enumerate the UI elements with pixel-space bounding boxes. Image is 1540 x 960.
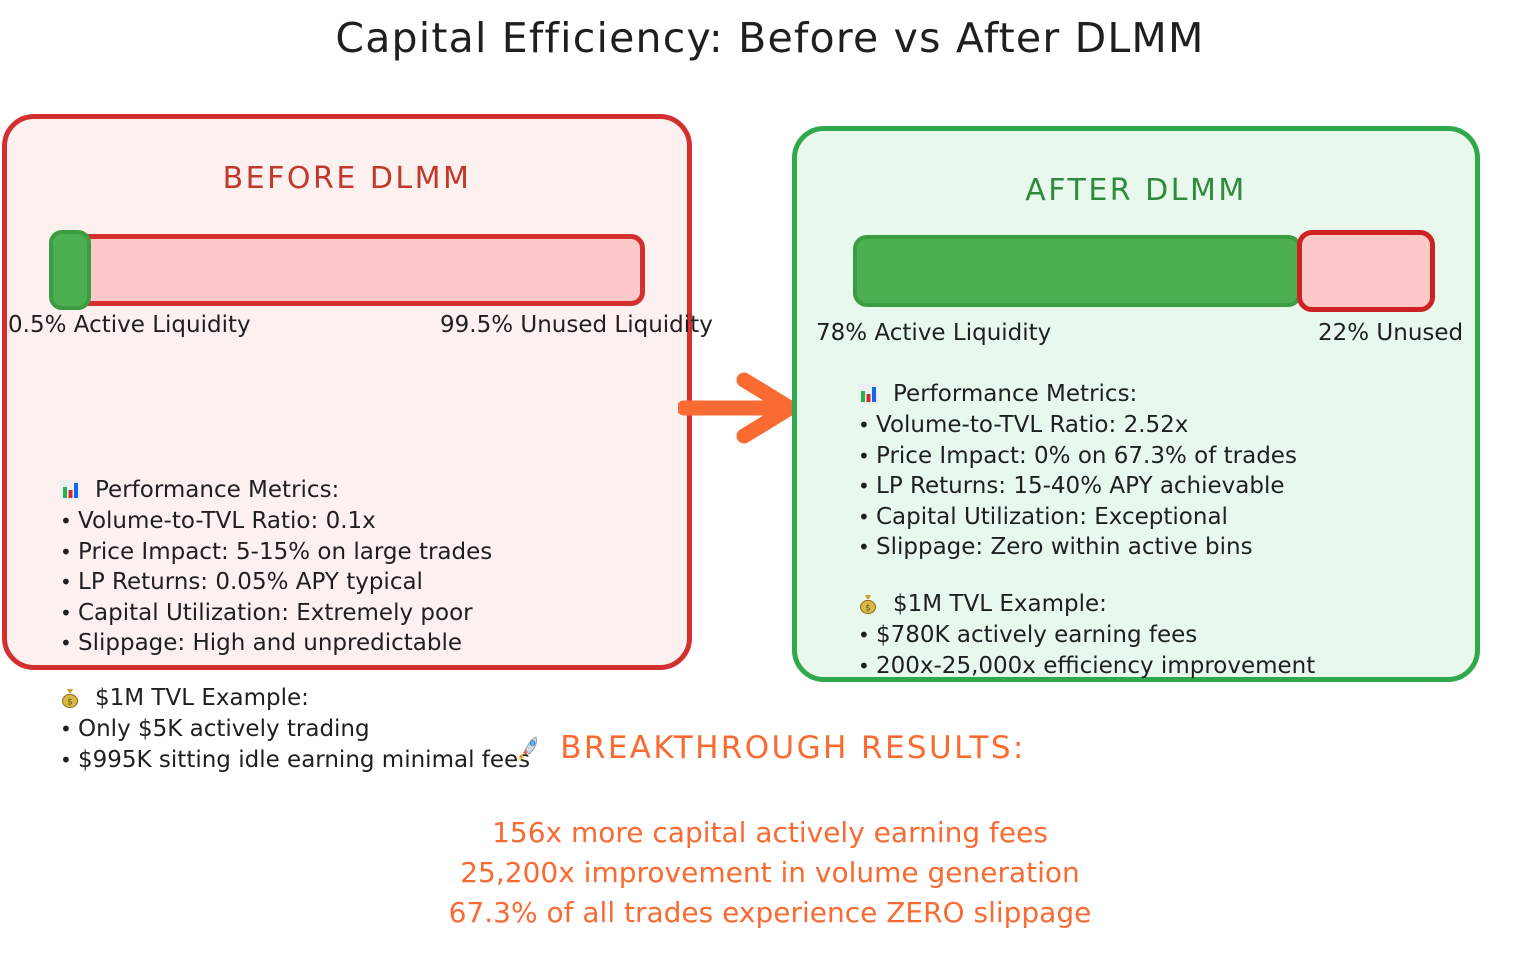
before-example-heading-row: $ $1M TVL Example: (59, 685, 530, 711)
list-item: $780K actively earning fees (857, 620, 1315, 651)
after-metrics-heading-row: Performance Metrics: (857, 381, 1297, 407)
before-example-list: Only $5K actively trading $995K sitting … (59, 714, 530, 775)
bar-chart-icon (857, 383, 879, 405)
list-item: 200x-25,000x efficiency improvement (857, 651, 1315, 682)
after-unused-liquidity-label: 22% Unused (1318, 320, 1464, 346)
before-active-liquidity-label: 0.5% Active Liquidity (8, 312, 251, 338)
before-metrics-heading-row: Performance Metrics: (59, 477, 492, 503)
before-performance-metrics: Performance Metrics: Volume-to-TVL Ratio… (59, 477, 492, 659)
rocket-icon (514, 733, 544, 763)
after-bar-unused-segment (1296, 230, 1435, 312)
after-metrics-heading: Performance Metrics: (893, 381, 1138, 407)
list-item: Only $5K actively trading (59, 714, 530, 745)
before-bar-unused-track (53, 234, 645, 306)
before-liquidity-bar (49, 230, 645, 310)
list-item: Volume-to-TVL Ratio: 2.52x (857, 410, 1297, 441)
results-list: 156x more capital actively earning fees … (0, 813, 1540, 933)
before-unused-liquidity-label: 99.5% Unused Liquidity (440, 312, 713, 338)
after-dlmm-panel: AFTER DLMM Performance Metrics: Volume-t… (792, 126, 1480, 682)
money-bag-icon: $ (59, 687, 81, 709)
svg-text:$: $ (67, 698, 72, 708)
list-item: LP Returns: 15-40% APY achievable (857, 471, 1297, 502)
results-heading-text: BREAKTHROUGH RESULTS: (560, 730, 1026, 766)
list-item: Volume-to-TVL Ratio: 0.1x (59, 506, 492, 537)
list-item: LP Returns: 0.05% APY typical (59, 567, 492, 598)
page-title: Capital Efficiency: Before vs After DLMM (335, 14, 1205, 62)
after-example-list: $780K actively earning fees 200x-25,000x… (857, 620, 1315, 681)
after-tvl-example: $ $1M TVL Example: $780K actively earnin… (857, 591, 1315, 681)
bar-chart-icon (59, 479, 81, 501)
list-item: 25,200x improvement in volume generation (460, 856, 1080, 889)
after-bar-active-segment (853, 235, 1303, 307)
after-liquidity-bar (853, 230, 1435, 312)
list-item: Slippage: Zero within active bins (857, 532, 1297, 563)
before-dlmm-panel: BEFORE DLMM Performance Metrics: Volume-… (2, 114, 692, 775)
after-example-heading: $1M TVL Example: (893, 591, 1107, 617)
list-item: Price Impact: 5-15% on large trades (59, 537, 492, 568)
before-metrics-heading: Performance Metrics: (95, 477, 340, 503)
before-panel-heading: BEFORE DLMM (222, 161, 472, 196)
list-item: Slippage: High and unpredictable (59, 628, 492, 659)
after-panel-heading: AFTER DLMM (1025, 173, 1247, 208)
before-bar-active-segment (49, 230, 91, 310)
right-arrow-icon (676, 368, 808, 448)
svg-text:$: $ (865, 604, 870, 614)
after-active-liquidity-label: 78% Active Liquidity (816, 320, 1052, 346)
money-bag-icon: $ (857, 593, 879, 615)
list-item: Capital Utilization: Extremely poor (59, 598, 492, 629)
after-performance-metrics: Performance Metrics: Volume-to-TVL Ratio… (857, 381, 1297, 563)
before-metrics-list: Volume-to-TVL Ratio: 0.1x Price Impact: … (59, 506, 492, 659)
before-example-heading: $1M TVL Example: (95, 685, 309, 711)
results-heading-row: BREAKTHROUGH RESULTS: (514, 730, 1026, 766)
breakthrough-results-section: BREAKTHROUGH RESULTS: 156x more capital … (0, 730, 1540, 933)
list-item: 67.3% of all trades experience ZERO slip… (448, 896, 1092, 929)
list-item: Capital Utilization: Exceptional (857, 502, 1297, 533)
list-item: $995K sitting idle earning minimal fees (59, 745, 530, 776)
before-tvl-example: $ $1M TVL Example: Only $5K actively tra… (59, 685, 530, 775)
after-example-heading-row: $ $1M TVL Example: (857, 591, 1315, 617)
list-item: 156x more capital actively earning fees (492, 816, 1048, 849)
list-item: Price Impact: 0% on 67.3% of trades (857, 441, 1297, 472)
after-metrics-list: Volume-to-TVL Ratio: 2.52x Price Impact:… (857, 410, 1297, 563)
